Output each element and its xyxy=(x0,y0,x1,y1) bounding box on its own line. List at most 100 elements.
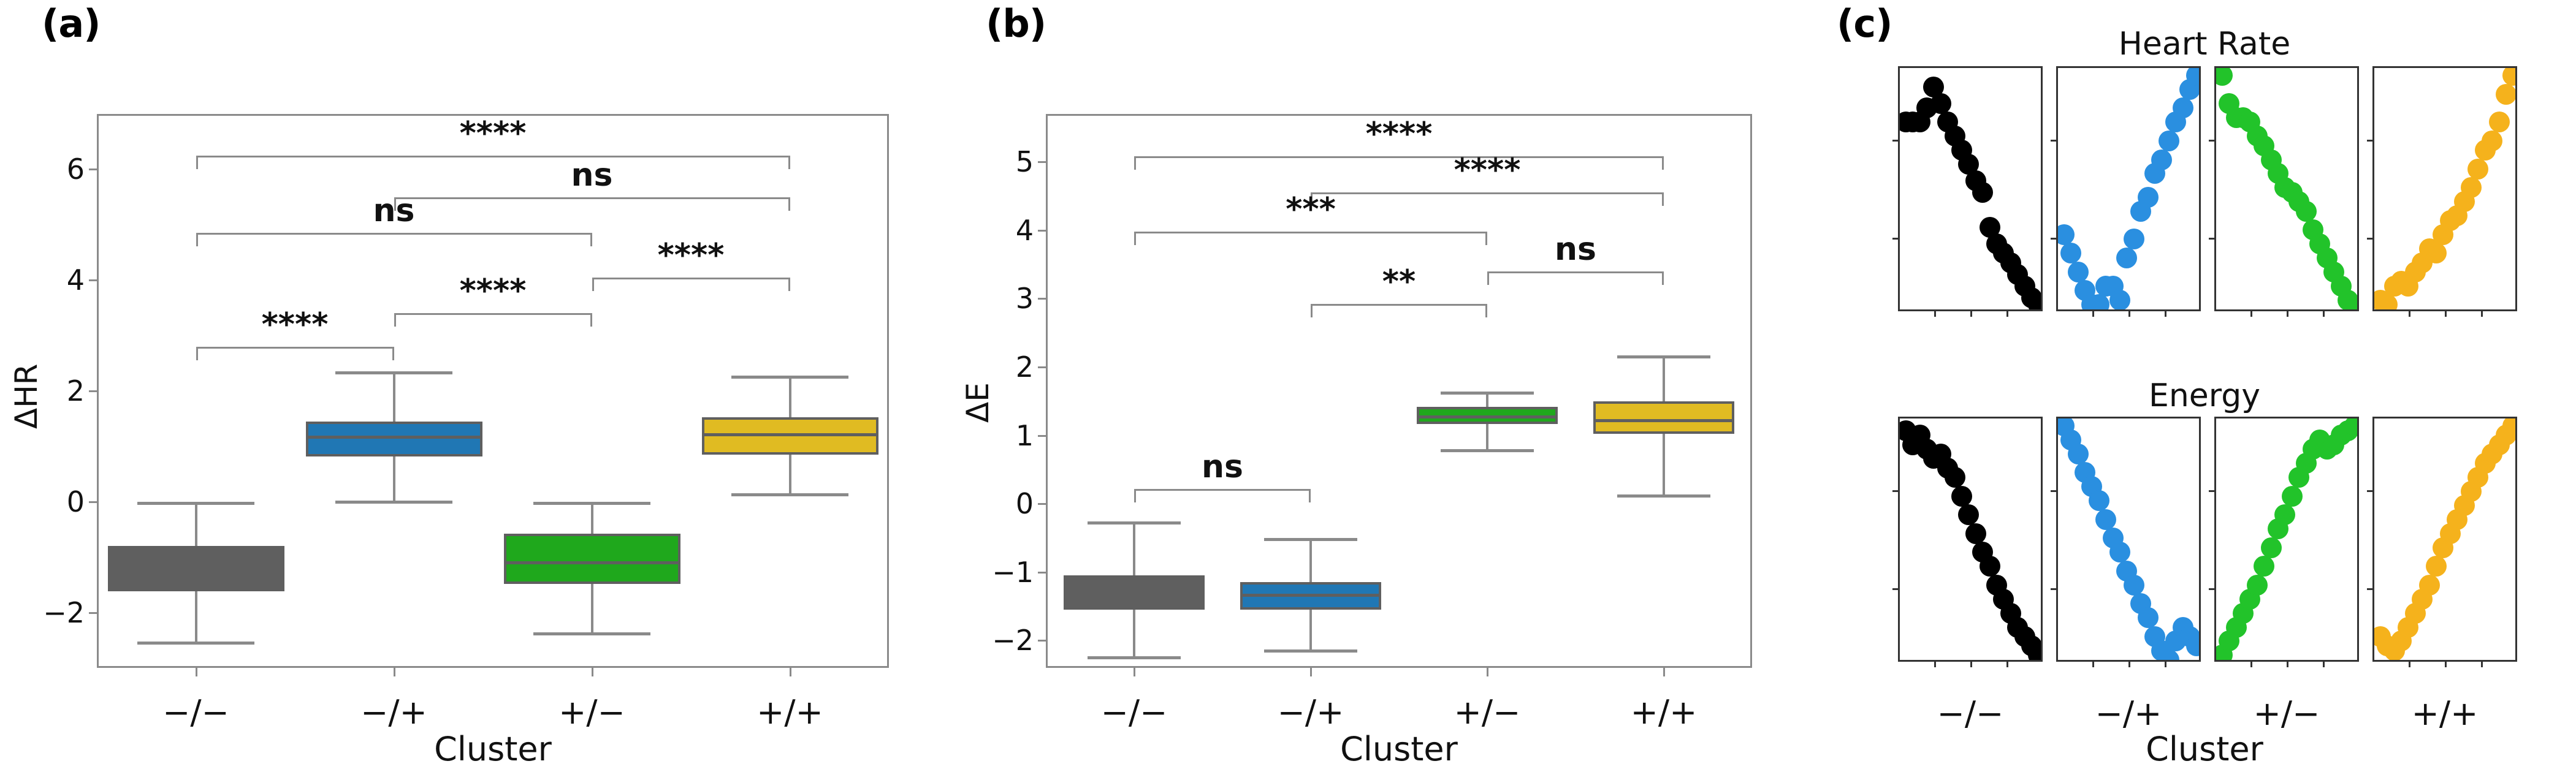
mini-x-tick xyxy=(2128,662,2130,667)
whisker-cap-upper xyxy=(1617,355,1710,359)
data-point xyxy=(2460,177,2482,199)
significance-label: ns xyxy=(1202,448,1243,485)
bracket-tick-right xyxy=(1485,304,1487,318)
median-line xyxy=(701,433,878,436)
mini-x-tick xyxy=(2287,662,2288,667)
y-tick-mark xyxy=(89,612,97,614)
data-point xyxy=(2116,247,2138,268)
bracket-tick-left xyxy=(196,346,198,360)
y-tick-mark xyxy=(1038,229,1046,232)
bracket-tick-right xyxy=(788,197,790,211)
y-tick-mark xyxy=(1038,298,1046,300)
mini-y-tick xyxy=(2209,588,2214,590)
data-point xyxy=(2425,243,2447,264)
data-point xyxy=(2088,294,2109,309)
significance-label: ns xyxy=(571,156,613,194)
box-body xyxy=(305,421,482,456)
bracket-tick-right xyxy=(1662,271,1664,285)
data-point xyxy=(2067,443,2089,464)
y-tick-label: 5 xyxy=(1015,145,1034,179)
data-point xyxy=(2137,607,2159,629)
x-tick-label: −/− xyxy=(162,693,229,732)
x-tick-mark xyxy=(1663,668,1665,676)
bracket-tick-left xyxy=(592,277,594,291)
data-point xyxy=(2246,574,2268,596)
significance-label: ns xyxy=(373,192,415,230)
mini-x-tick xyxy=(2250,311,2252,317)
bracket-tick-left xyxy=(196,233,198,247)
bracket-tick-left xyxy=(1134,156,1136,170)
mini-x-tick xyxy=(2445,662,2447,667)
median-line xyxy=(1593,418,1734,422)
box-body xyxy=(503,534,680,584)
bracket-tick-right xyxy=(590,313,592,327)
y-tick-mark xyxy=(1038,571,1046,574)
bracket-line xyxy=(394,313,592,316)
mini-x-tick xyxy=(2250,662,2252,667)
panel-c-x-tick-label: +/+ xyxy=(2411,694,2479,733)
x-tick-label: +/+ xyxy=(1630,693,1698,732)
mini-y-tick xyxy=(2209,238,2214,240)
mini-y-tick xyxy=(2367,588,2372,590)
x-tick-mark xyxy=(1134,668,1135,676)
mini-x-tick xyxy=(2323,311,2325,317)
data-point xyxy=(2425,556,2447,577)
mini-plot-hr-3 xyxy=(2214,66,2359,311)
box-body xyxy=(1593,401,1734,434)
x-tick-label: −/+ xyxy=(360,693,427,732)
significance-label: **** xyxy=(459,115,527,152)
whisker-lower xyxy=(194,591,197,643)
y-tick-label: 1 xyxy=(1015,418,1034,452)
mini-y-tick xyxy=(1892,588,1898,590)
whisker-lower xyxy=(1133,610,1135,658)
mini-plot-hr-1 xyxy=(1898,66,2043,311)
x-tick-mark xyxy=(195,668,197,676)
data-point xyxy=(1951,485,1972,507)
data-point xyxy=(2028,645,2041,660)
panel-c-xlabel: Cluster xyxy=(2146,730,2263,768)
y-tick-mark xyxy=(89,390,97,392)
box-body xyxy=(107,546,284,592)
data-point xyxy=(2067,261,2089,282)
whisker-upper xyxy=(1309,539,1312,583)
whisker-cap-upper xyxy=(1088,521,1181,525)
bracket-line xyxy=(196,233,592,235)
x-tick-label: +/+ xyxy=(756,693,823,732)
panel-a-letter: (a) xyxy=(42,1,101,46)
y-tick-mark xyxy=(1038,366,1046,368)
data-point xyxy=(2058,224,2075,245)
significance-label: **** xyxy=(1365,116,1433,153)
mini-x-tick xyxy=(2409,311,2410,317)
y-tick-mark xyxy=(89,168,97,171)
mini-x-tick xyxy=(2287,311,2288,317)
mini-plot-hr-2 xyxy=(2056,66,2201,311)
whisker-cap-upper xyxy=(335,371,452,375)
bracket-line xyxy=(1311,192,1664,195)
bracket-line xyxy=(1134,231,1487,233)
panel-c-x-tick-label: −/+ xyxy=(2095,694,2162,733)
mini-y-tick xyxy=(1892,238,1898,240)
bracket-tick-right xyxy=(1662,192,1664,206)
whisker-lower xyxy=(1486,423,1488,451)
mini-y-tick xyxy=(2367,140,2372,142)
whisker-lower xyxy=(590,583,593,634)
data-point xyxy=(2151,149,2173,170)
x-tick-label: +/− xyxy=(558,693,625,732)
whisker-upper xyxy=(1486,393,1488,407)
mini-x-tick xyxy=(1970,662,1972,667)
panel-c-x-tick-label: +/− xyxy=(2253,694,2320,733)
y-tick-label: 2 xyxy=(1015,350,1034,384)
data-point xyxy=(1972,182,1994,203)
mini-x-tick xyxy=(2165,311,2166,317)
data-point xyxy=(1930,93,1951,114)
bracket-tick-right xyxy=(1662,156,1664,170)
data-point xyxy=(1944,467,1965,488)
data-point xyxy=(2137,186,2159,208)
mini-x-tick xyxy=(2481,662,2483,667)
whisker-cap-lower xyxy=(731,493,848,497)
y-tick-mark xyxy=(1038,503,1046,505)
mini-plot-hr-4 xyxy=(2372,66,2517,311)
significance-label: **** xyxy=(1454,152,1521,189)
